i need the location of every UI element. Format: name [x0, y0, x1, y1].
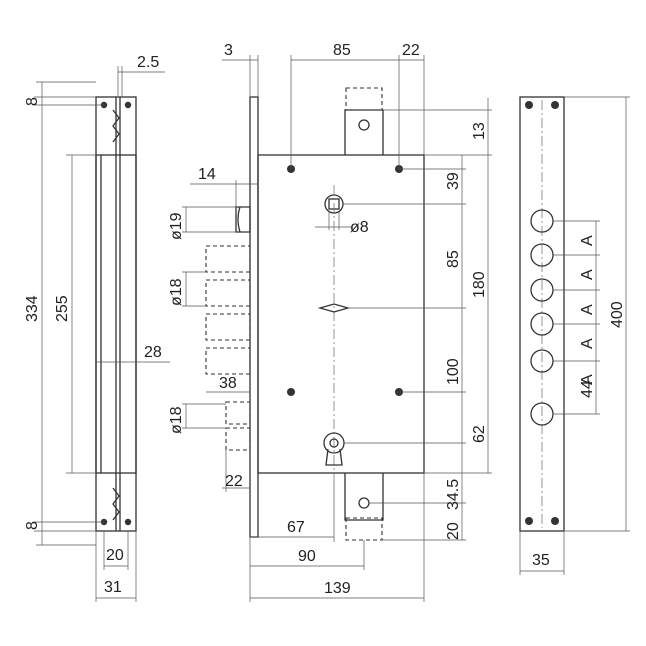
dim-44: 44: [579, 380, 596, 398]
dim-d8: ø8: [350, 219, 369, 236]
center-front-view: [182, 55, 492, 602]
dim-31: 31: [104, 579, 122, 596]
dim-34-5: 34.5: [445, 479, 462, 510]
dim-a-5: A: [579, 374, 596, 385]
dim-28: 28: [144, 344, 162, 361]
dim-85-right: 85: [445, 250, 462, 268]
dim-a-4: A: [579, 338, 596, 349]
dim-d19: ø19: [168, 212, 185, 240]
dim-85-top: 85: [333, 42, 351, 59]
dim-14: 14: [198, 166, 216, 183]
dim-334: 334: [24, 295, 41, 322]
dim-a-3: A: [579, 304, 596, 315]
dim-3: 3: [224, 42, 233, 59]
dim-90: 90: [298, 548, 316, 565]
dim-67: 67: [287, 519, 305, 536]
dim-139: 139: [324, 580, 351, 597]
dim-d18-a: ø18: [168, 278, 185, 306]
dim-13: 13: [471, 122, 488, 140]
dim-d18-b: ø18: [168, 406, 185, 434]
dim-a-2: A: [579, 269, 596, 280]
dim-8-bottom: 8: [24, 521, 41, 530]
dim-180: 180: [471, 271, 488, 298]
dim-35: 35: [532, 552, 550, 569]
right-strike-plate-view: [519, 96, 630, 575]
dim-22-top: 22: [402, 42, 420, 59]
dim-39: 39: [445, 172, 462, 190]
dim-20: 20: [106, 547, 124, 564]
dim-8-top: 8: [24, 97, 41, 106]
dim-400: 400: [609, 301, 626, 328]
dim-a-1: A: [579, 235, 596, 246]
left-side-view: [34, 66, 170, 602]
dim-100: 100: [445, 358, 462, 385]
dim-62: 62: [471, 425, 488, 443]
dim-38: 38: [219, 375, 237, 392]
dim-20-right: 20: [445, 522, 462, 540]
dim-22-bottom: 22: [225, 473, 243, 490]
dimension-labels: 2.5 8 334 255 28 8 20 31 3 85 22 14 ø19 …: [24, 42, 626, 597]
dim-2-5: 2.5: [137, 54, 159, 71]
dim-255: 255: [54, 295, 71, 322]
